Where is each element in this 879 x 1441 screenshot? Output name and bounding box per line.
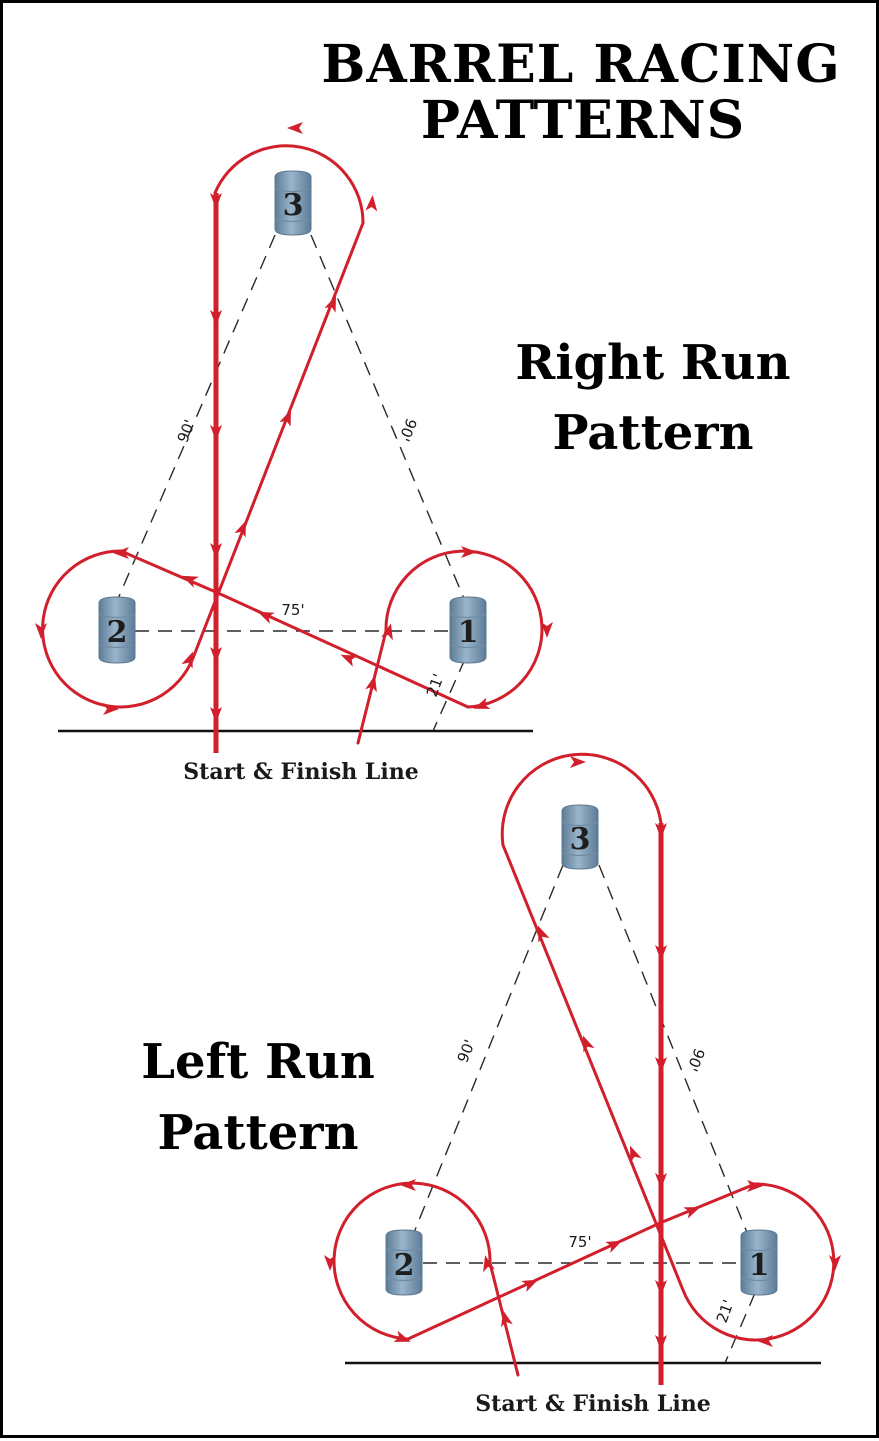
left-path-1-to-3: [501, 843, 685, 1292]
right-dist-2-1: 75': [281, 601, 304, 619]
right-barrel-2-label: 2: [107, 615, 128, 650]
barrel-pattern-diagram: 1 2 3 90' 90' 75' 21': [35, 122, 841, 1385]
right-dashed-1-line: [432, 658, 466, 732]
left-path-barrel2-turn: [332, 1181, 492, 1341]
left-dist-2-1: 75': [568, 1233, 591, 1251]
left-barrel-2-label: 2: [394, 1248, 415, 1283]
right-run-pattern: 1 2 3 90' 90' 75' 21': [35, 122, 553, 753]
left-barrel-3: 3: [561, 804, 599, 870]
right-path-entry: [356, 629, 388, 745]
right-path-arrows: [35, 122, 553, 723]
left-dist-2-3: 90': [454, 1037, 479, 1065]
right-path-1-to-2: [119, 549, 470, 709]
right-path-barrel3-turn: [213, 144, 365, 225]
right-barrel-3: 3: [274, 170, 312, 236]
right-path-2-to-3: [191, 221, 365, 660]
right-dist-2-3: 90': [174, 417, 199, 445]
left-dashed-1-3: [598, 864, 749, 1236]
left-dist-1-line: 21': [713, 1297, 738, 1325]
left-run-pattern: 1 2 3 90' 90' 75' 21': [324, 752, 841, 1385]
left-barrel-2: 2: [385, 1229, 423, 1296]
left-dashed-2-3: [412, 864, 564, 1236]
left-path-barrel3-turn: [500, 752, 663, 847]
title-line-2: PATTERNS: [420, 90, 746, 151]
left-barrel-1: 1: [740, 1229, 778, 1296]
right-dist-1-3: 90': [395, 416, 420, 444]
right-run-start-finish-label: Start & Finish Line: [183, 759, 419, 785]
right-barrel-3-label: 3: [283, 188, 304, 223]
right-dashed-1-3: [310, 234, 466, 602]
left-dist-1-3: 90': [683, 1046, 708, 1074]
right-path-barrel1-turn: [384, 549, 544, 709]
right-barrel-1: 1: [449, 596, 487, 664]
right-barrel-1-label: 1: [458, 615, 479, 650]
left-run-start-finish-label: Start & Finish Line: [475, 1391, 711, 1417]
left-path-arrows: [324, 756, 841, 1351]
right-path-barrel2-turn: [41, 549, 195, 709]
left-barrel-3-label: 3: [570, 822, 591, 857]
right-dashed-2-3: [116, 234, 276, 602]
left-run-title-line-2: Pattern: [157, 1105, 359, 1161]
title-line-1: BARREL RACING: [321, 34, 841, 95]
left-barrel-1-label: 1: [749, 1248, 770, 1283]
left-path-barrel1-turn: [681, 1182, 836, 1342]
right-barrel-2: 2: [98, 596, 136, 664]
right-run-title-line-2: Pattern: [552, 405, 754, 461]
left-path-2-to-1: [406, 1182, 757, 1341]
left-run-title-line-1: Left Run: [141, 1034, 375, 1090]
left-dashed-1-line: [724, 1292, 756, 1364]
right-run-title-line-1: Right Run: [515, 335, 791, 391]
